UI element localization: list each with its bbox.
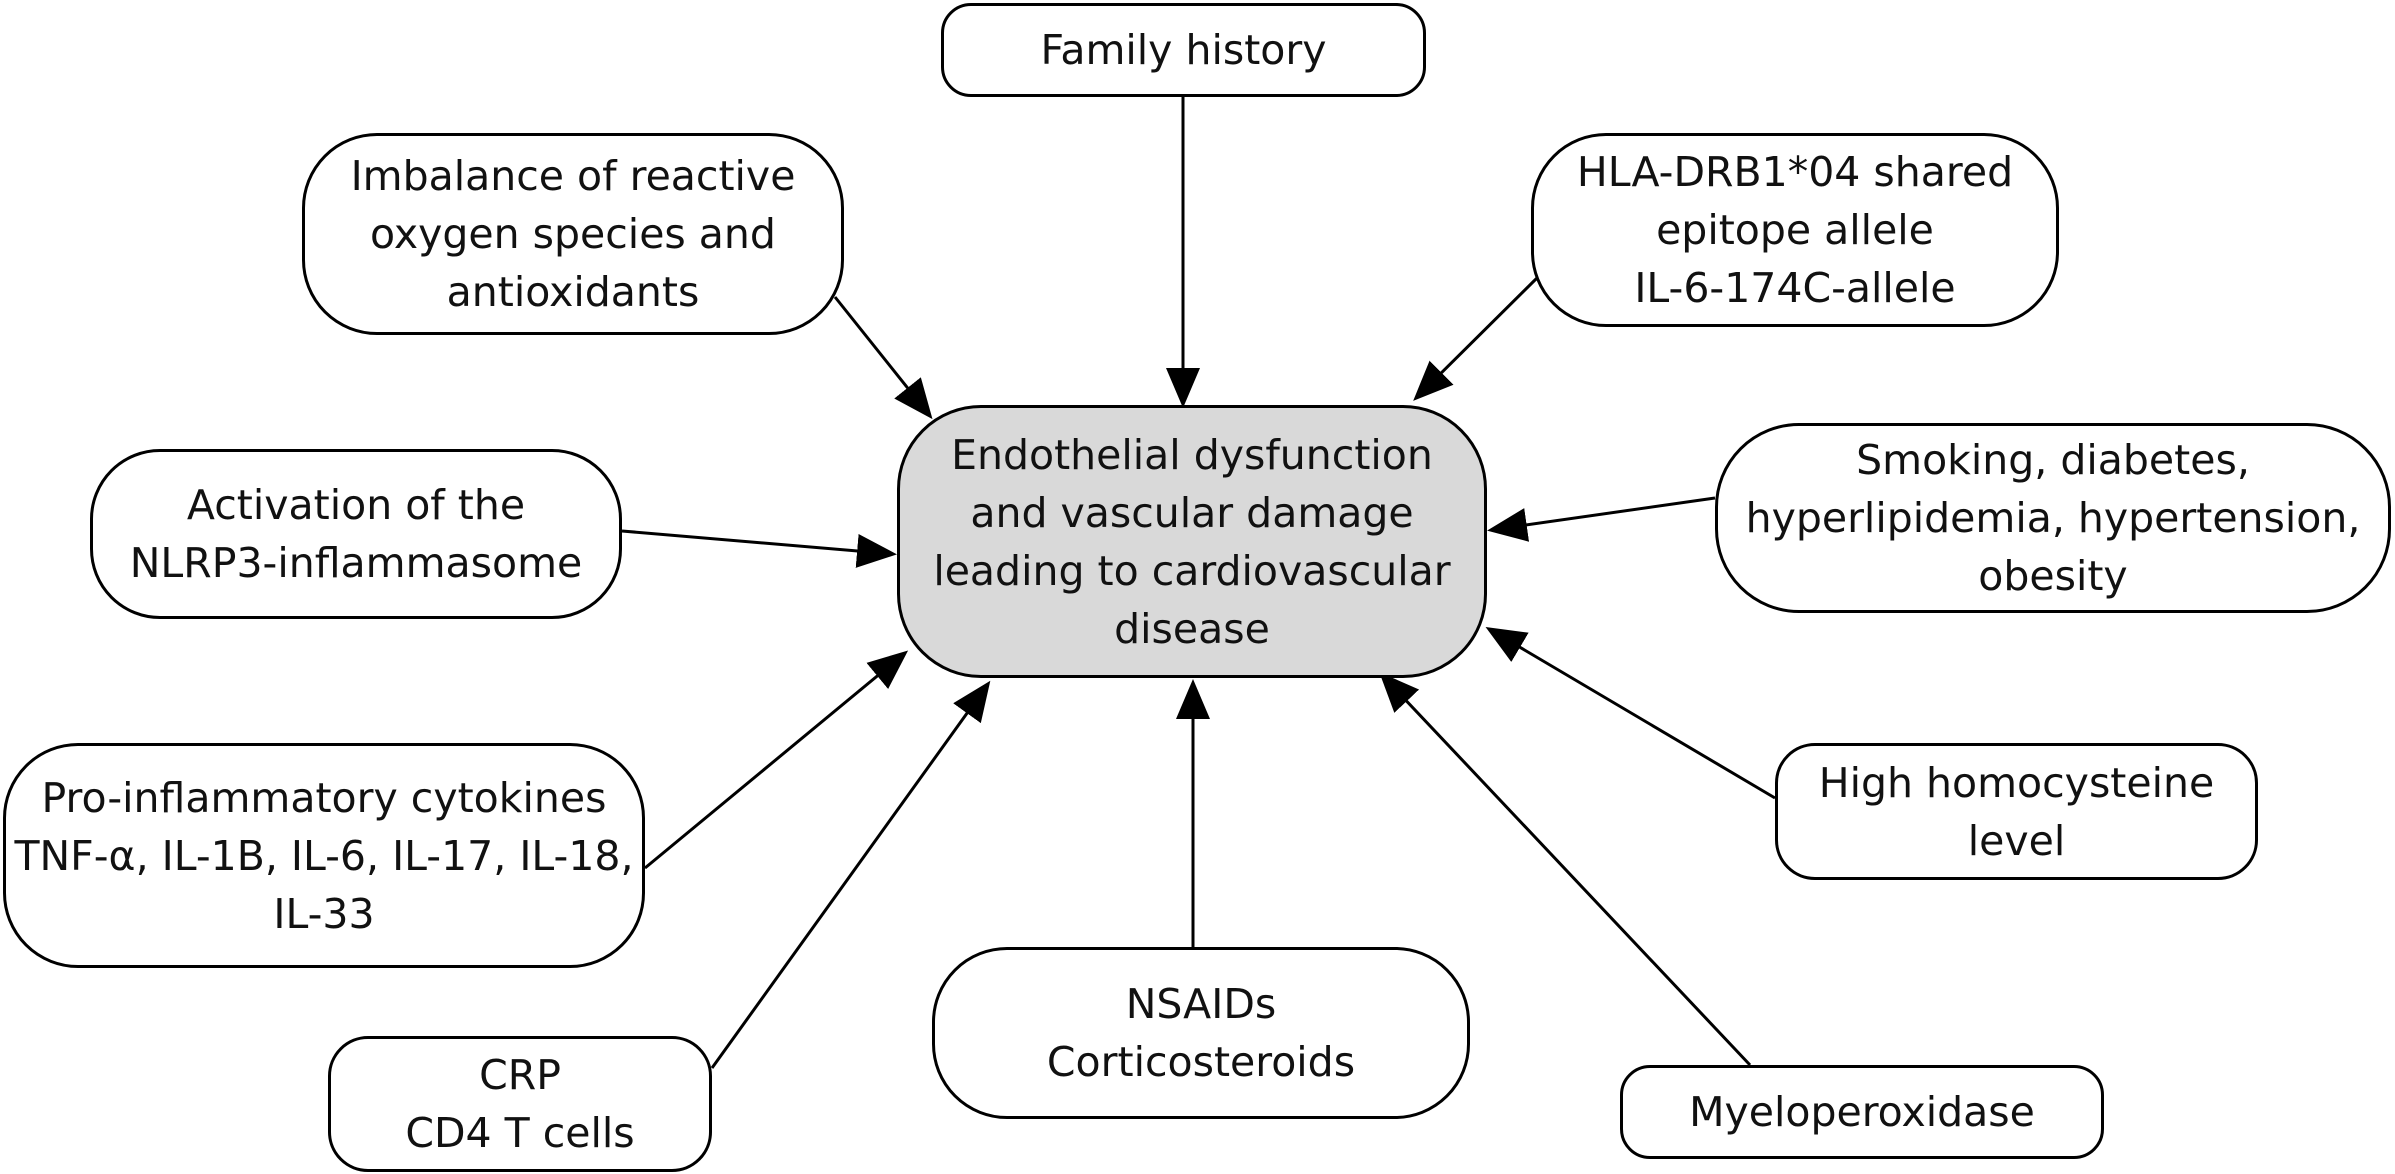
node-text-line: TNF-α, IL-1B, IL-6, IL-17, IL-18, [14, 831, 634, 880]
node-text-line: NSAIDs [1125, 980, 1277, 1028]
node-text-line: Endothelial dysfunction [951, 430, 1433, 479]
node-high-homocysteine: High homocysteine level [1775, 743, 2258, 880]
node-family-history: Family history [941, 3, 1426, 97]
node-text-line: High homocysteine [1818, 758, 2215, 807]
node-text-line: level [1967, 816, 2066, 865]
node-text-line: Family history [1040, 26, 1327, 74]
node-text-line: Myeloperoxidase [1689, 1088, 2035, 1136]
arrow-reactive-oxygen [833, 296, 933, 420]
node-text-line: Activation of the [186, 481, 526, 529]
node-text-line: Smoking, diabetes, [1856, 436, 2250, 484]
node-text-line: Corticosteroids [1046, 1038, 1356, 1086]
arrow-homocysteine [1485, 626, 1776, 800]
node-text-line: IL-6-174C-allele [1634, 264, 1956, 312]
node-myeloperoxidase: Myeloperoxidase [1620, 1065, 2104, 1159]
node-text-line: CRP [479, 1051, 561, 1099]
node-text-line: IL-33 [273, 889, 375, 938]
node-crp-cd4: CRP CD4 T cells [328, 1036, 712, 1172]
arrow-nlrp3 [621, 529, 897, 568]
node-text-line: NLRP3-inflammasome [129, 539, 583, 587]
node-reactive-oxygen-species: Imbalance of reactive oxygen species and a… [302, 133, 844, 335]
node-text-line: antioxidants [446, 268, 700, 316]
node-text-line: HLA-DRB1*04 shared [1576, 148, 2014, 196]
arrow-crp [710, 680, 991, 1069]
node-text-line: obesity [1978, 552, 2128, 600]
node-smoking-risk-factors: Smoking, diabetes, hyperlipidemia, hypert… [1715, 423, 2391, 613]
node-text-line: Imbalance of reactive [350, 152, 796, 200]
arrow-hla [1413, 275, 1540, 401]
node-text-line: CD4 T cells [405, 1109, 635, 1157]
node-text-line: Pro-inflammatory cytokines [41, 773, 607, 822]
node-text-line: disease [1114, 604, 1270, 653]
node-endothelial-dysfunction: Endothelial dysfunction and vascular dama… [897, 405, 1487, 678]
node-text-line: hyperlipidemia, hypertension, [1745, 494, 2361, 542]
node-text-line: leading to cardiovascular [933, 546, 1451, 595]
arrow-smoking [1487, 496, 1716, 542]
arrow-cytokines [644, 650, 909, 870]
arrow-myeloperoxidase [1379, 672, 1752, 1067]
node-text-line: oxygen species and [370, 210, 776, 258]
node-text-line: and vascular damage [970, 488, 1414, 537]
node-text-line: epitope allele [1656, 206, 1934, 254]
